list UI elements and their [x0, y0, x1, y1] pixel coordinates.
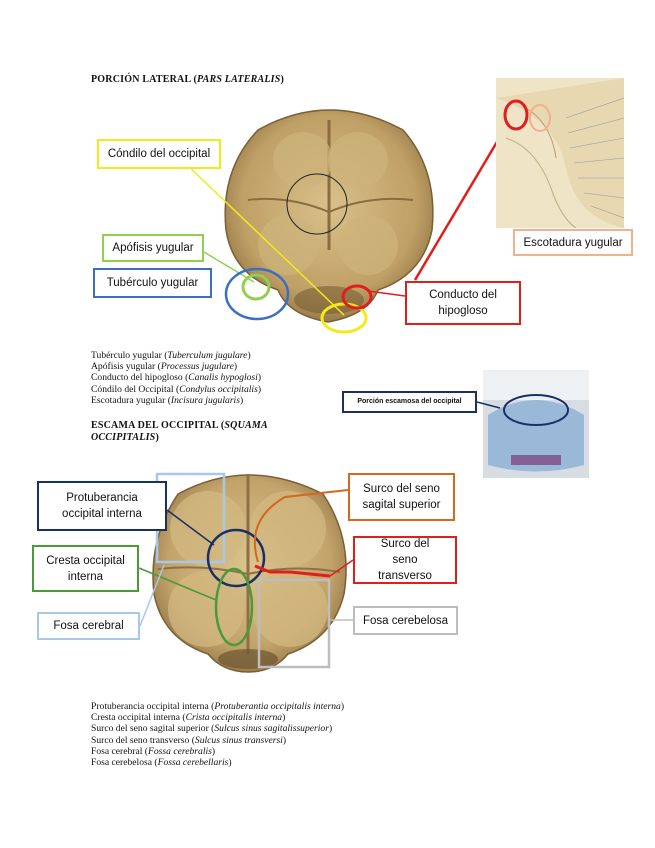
apofisis-label: Apófisis yugular	[102, 234, 204, 262]
list-item: Conducto del hipogloso (Canalis hypoglos…	[91, 372, 262, 384]
condilo-marker	[320, 302, 368, 334]
surco-sagital-label: Surco del seno sagital superior	[348, 473, 455, 521]
protuberancia-marker	[206, 528, 266, 588]
condilo-label: Cóndilo del occipital	[97, 139, 221, 169]
center-circle-marker	[286, 173, 348, 235]
list-item: Surco del seno transverso (Sulcus sinus …	[91, 734, 287, 746]
inset-conducto-marker	[503, 99, 529, 131]
conducto-inset-leader-line	[413, 119, 512, 281]
apofisis-leader-line	[203, 251, 255, 283]
escotadura-label: Escotadura yugular	[513, 229, 633, 256]
list-item: Protuberancia occipital interna (Protube…	[91, 701, 345, 712]
tuberculo-marker	[224, 267, 290, 321]
squama-terms-list: Protuberancia occipital interna (Protube…	[91, 701, 344, 768]
conducto-leader-line	[367, 290, 406, 297]
cresta-marker	[214, 567, 254, 647]
list-item: Tubérculo yugular (Tuberculum jugulare)	[91, 350, 251, 361]
surco-transverso-leader-line	[329, 559, 354, 577]
section2-heading: ESCAMA DEL OCCIPITAL (SQUAMA OCCIPITALIS…	[91, 420, 268, 443]
list-item: Fosa cerebral (Fossa cerebralis)	[91, 745, 216, 757]
jugular-notch-inset-illustration	[496, 78, 624, 228]
lateral-terms-list: Tubérculo yugular (Tuberculum jugulare) …	[91, 350, 261, 406]
section1-heading: PORCIÓN LATERAL (PARS LATERALIS)	[91, 74, 285, 85]
conducto-marker	[341, 284, 373, 310]
fosa-cerebral-label: Fosa cerebral	[37, 612, 140, 640]
list-item: Fosa cerebelosa (Fossa cerebellaris)	[91, 757, 232, 769]
occipital-bone-illustration-squama	[152, 474, 347, 673]
protuberancia-label: Protuberancia occipital interna	[37, 481, 167, 531]
list-item: Surco del seno sagital superior (Sulcus …	[91, 723, 333, 735]
fosa-cerebral-leader-line	[139, 564, 165, 627]
condilo-leader-line	[184, 162, 345, 316]
squama-inset-illustration	[483, 370, 589, 478]
apofisis-marker	[241, 273, 271, 301]
surco-transverso-label: Surco del seno transverso	[353, 536, 457, 584]
list-item: Apófisis yugular (Processus jugulare)	[91, 361, 238, 373]
protuberancia-leader-line	[166, 509, 215, 546]
inset-escotadura-marker	[529, 104, 551, 132]
fosa-cerebelosa-label: Fosa cerebelosa	[353, 606, 458, 635]
surco-sagital-marker	[253, 489, 349, 563]
list-item: Escotadura yugular (Incisura jugularis)	[91, 394, 244, 406]
list-item: Cóndilo del Occipital (Condylus occipita…	[91, 383, 262, 395]
cresta-label: Cresta occipital interna	[32, 545, 139, 592]
list-item: Cresta occipital interna (Crista occipit…	[91, 712, 286, 724]
squama-inset-label: Porción escamosa del occipital	[342, 391, 477, 413]
fosa-cerebral-marker	[155, 472, 226, 564]
cresta-leader-line	[138, 567, 217, 601]
fosa-cerebelosa-marker	[257, 578, 331, 669]
surco-transverso-marker	[254, 564, 331, 578]
tuberculo-label: Tubérculo yugular	[93, 268, 212, 298]
conducto-label: Conducto del hipogloso	[405, 281, 521, 325]
inset-squama-marker	[503, 394, 569, 426]
